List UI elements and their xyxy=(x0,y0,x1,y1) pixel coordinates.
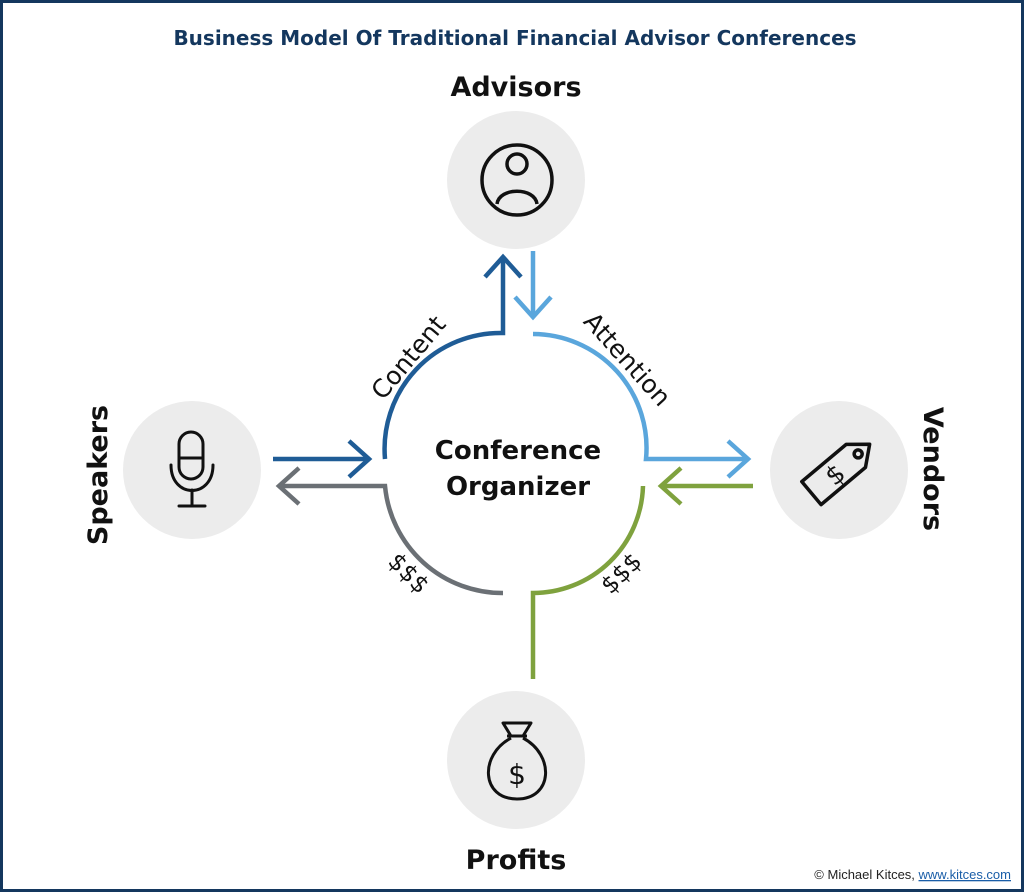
attention-flow-line xyxy=(532,331,746,462)
vendor-money-label: $$$ xyxy=(595,547,647,599)
diagram-title: Business Model Of Traditional Financial … xyxy=(173,26,856,50)
vendors-node xyxy=(770,401,908,539)
speaker-money-label: $$$ xyxy=(383,547,435,599)
attention-flow-label: Attention xyxy=(578,307,677,412)
speaker-payment-flow-line xyxy=(281,483,504,596)
business-model-diagram: Business Model Of Traditional Financial … xyxy=(83,26,1011,882)
microphone-icon xyxy=(169,430,215,508)
person-icon xyxy=(480,143,554,217)
vendor-payment-arrowhead xyxy=(657,466,683,506)
credit-line: © Michael Kitces, www.kitces.com xyxy=(814,867,1011,882)
credit-link[interactable]: www.kitces.com xyxy=(918,867,1011,882)
speaker-payment-arrowhead xyxy=(275,466,301,506)
center-label-line1: Conference xyxy=(435,436,601,466)
profits-node xyxy=(447,691,585,829)
advisors-label: Advisors xyxy=(450,72,581,103)
vendors-label: Vendors xyxy=(917,407,948,531)
content-arrowhead xyxy=(483,253,523,279)
credit-text: © Michael Kitces, xyxy=(814,867,918,882)
attention-arrowhead-down xyxy=(513,295,553,321)
content-flow-label: Content xyxy=(365,310,451,405)
content-flow-line xyxy=(382,259,506,460)
svg-text:$: $ xyxy=(508,758,526,791)
speakers-label: Speakers xyxy=(83,405,114,545)
speakers-node xyxy=(123,401,261,539)
profits-flow-line xyxy=(530,485,646,679)
attention-arrowhead-right xyxy=(726,439,752,479)
center-label-line2: Organizer xyxy=(446,472,590,502)
speakers-content-arrowhead xyxy=(347,439,373,479)
money-bag-icon: $ xyxy=(486,721,548,801)
advisors-node xyxy=(447,111,585,249)
profits-label: Profits xyxy=(466,845,567,876)
